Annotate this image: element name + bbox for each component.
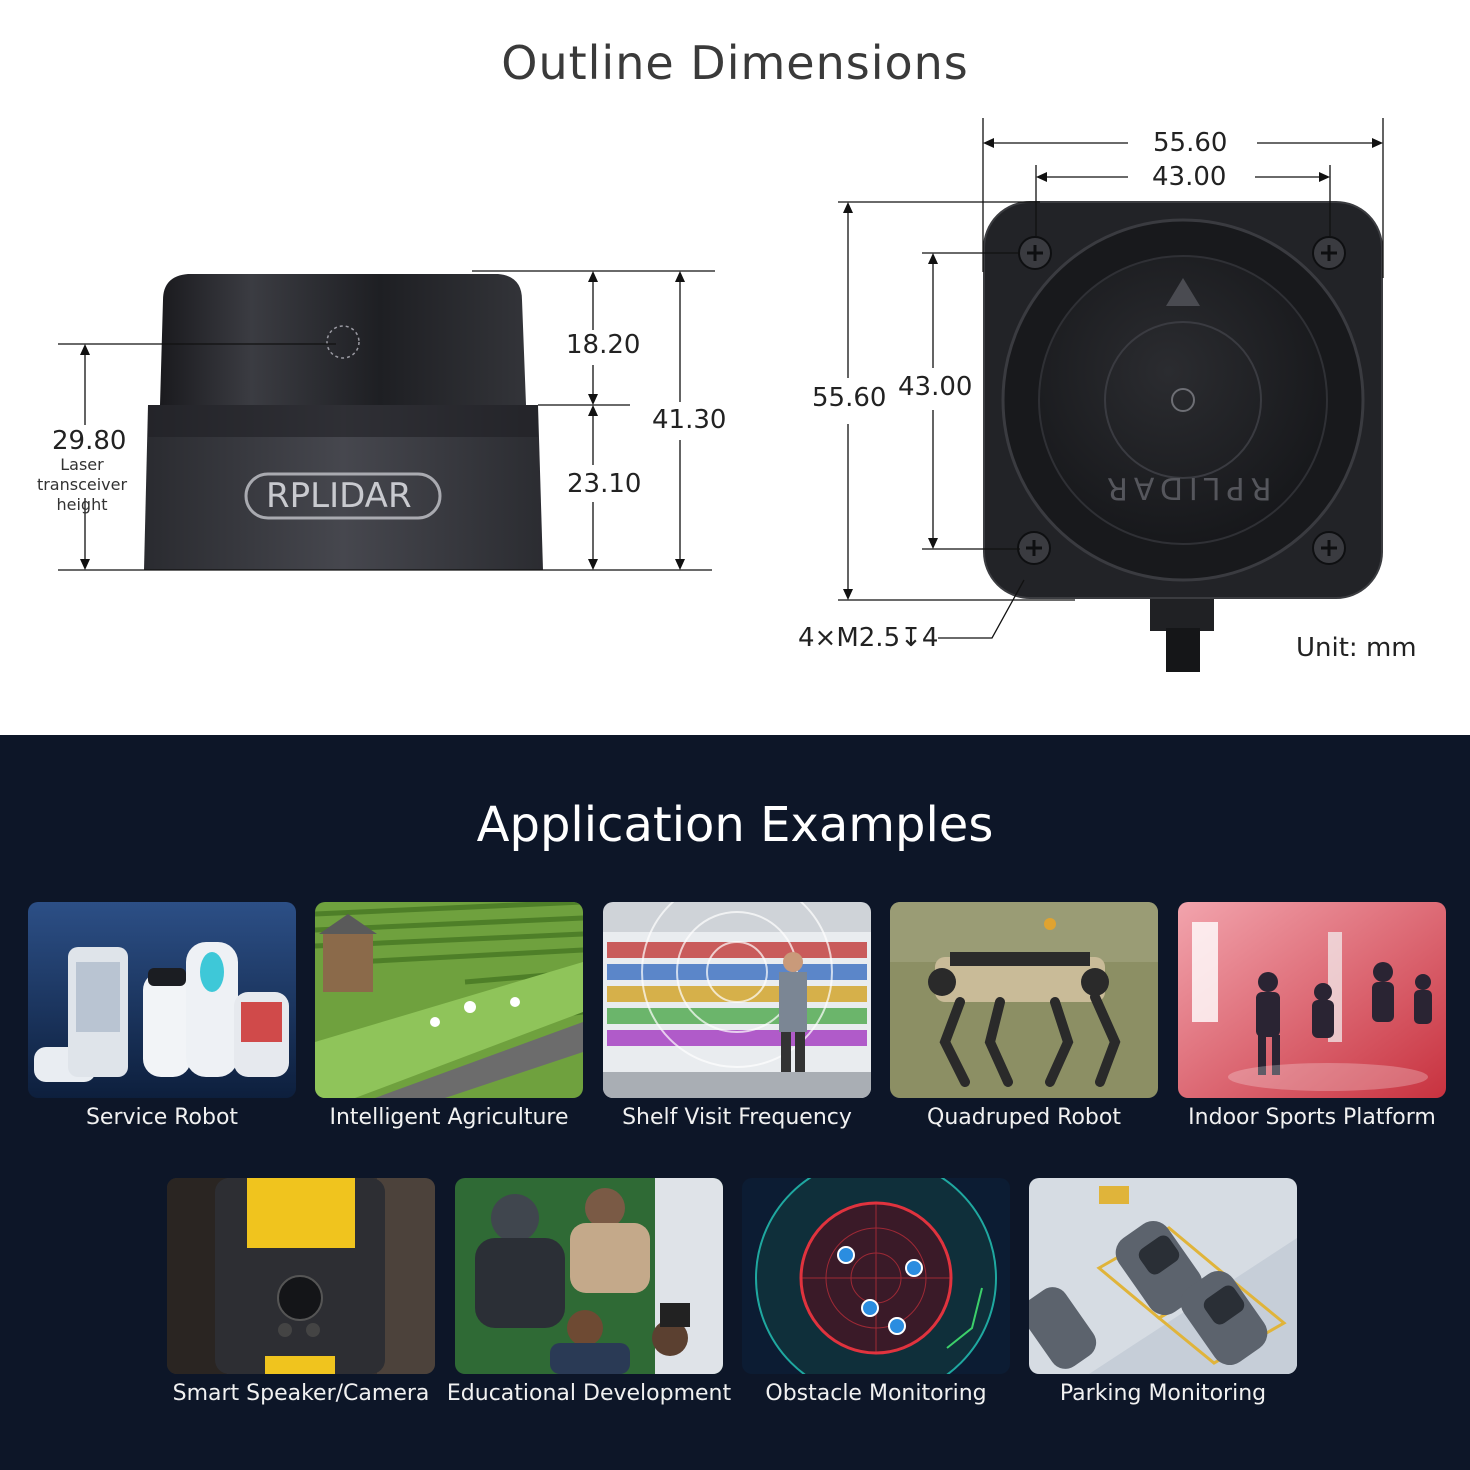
outer-width-value: 55.60: [1153, 128, 1228, 158]
app-card-quadruped-robot: [890, 902, 1158, 1098]
app-card-shelf-visit: [603, 902, 871, 1098]
obstacle-monitoring-image: [742, 1178, 1010, 1374]
unit-label: Unit: mm: [1296, 633, 1417, 663]
caption-quadruped-robot: Quadruped Robot: [927, 1105, 1121, 1130]
app-card-service-robot: [28, 902, 296, 1098]
app-card-parking-monitoring: [1029, 1178, 1297, 1374]
inner-height-value: 43.00: [898, 372, 973, 402]
app-card-indoor-sports: [1178, 902, 1446, 1098]
smart-speaker-image: [167, 1178, 435, 1374]
caption-shelf-visit-frequency: Shelf Visit Frequency: [622, 1105, 852, 1130]
outline-dimensions-section: Outline Dimensions: [36, 36, 1417, 672]
screw-spec: 4×M2.5↧4: [798, 623, 939, 653]
total-height-value: 41.30: [652, 405, 727, 435]
service-robot-image: [28, 902, 296, 1098]
caption-obstacle-monitoring: Obstacle Monitoring: [765, 1381, 987, 1406]
applications-title: Application Examples: [476, 797, 994, 853]
parking-monitoring-image: [1029, 1178, 1297, 1374]
caption-indoor-sports-platform: Indoor Sports Platform: [1188, 1105, 1436, 1130]
quadruped-robot-image: [890, 902, 1158, 1098]
shelf-visit-image: [603, 902, 871, 1098]
top-view-drawing: [838, 118, 1384, 672]
caption-educational-development: Educational Development: [446, 1381, 732, 1406]
base-height-value: 23.10: [567, 469, 642, 499]
top-view-logo: RPLIDAR: [1101, 470, 1272, 505]
agriculture-image: [315, 902, 583, 1098]
outline-title: Outline Dimensions: [501, 36, 969, 90]
app-card-educational-development: [455, 1178, 723, 1374]
app-card-smart-speaker: [167, 1178, 435, 1374]
top-height-value: 18.20: [566, 330, 641, 360]
inner-width-value: 43.00: [1152, 162, 1227, 192]
rplidar-logo-text: RPLIDAR: [266, 476, 412, 516]
caption-parking-monitoring: Parking Monitoring: [1059, 1381, 1267, 1406]
educational-development-image: [455, 1178, 723, 1374]
caption-service-robot: Service Robot: [85, 1105, 239, 1130]
rplidar-logo-frame: [244, 472, 442, 520]
laser-height-label: Laser transceiver height: [36, 455, 128, 514]
app-card-intelligent-agriculture: [315, 902, 583, 1098]
application-examples-section: Application Examples Service Robot: [0, 735, 1470, 1470]
outer-height-value: 55.60: [812, 383, 887, 413]
caption-smart-speaker-camera: Smart Speaker/Camera: [172, 1381, 430, 1406]
app-card-obstacle-monitoring: [742, 1178, 1010, 1374]
laser-height-value: 29.80: [52, 426, 127, 456]
caption-intelligent-agriculture: Intelligent Agriculture: [329, 1105, 569, 1130]
side-view-drawing: [58, 270, 715, 571]
indoor-sports-image: [1178, 902, 1446, 1098]
